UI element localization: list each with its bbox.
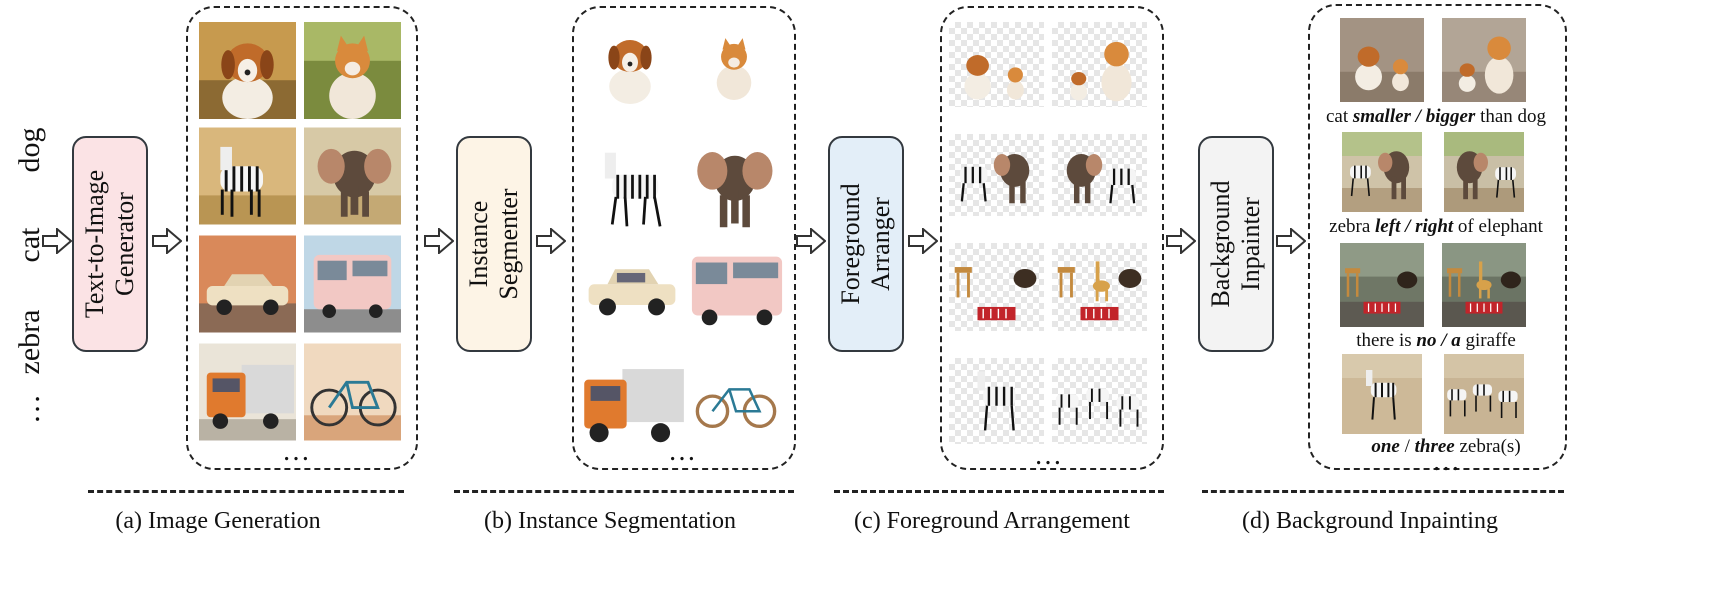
- arrow-icon: [42, 228, 72, 254]
- truck-photo: [199, 342, 296, 442]
- dog-cutout: [590, 16, 670, 112]
- instance-segmenter-box: Instance Segmenter: [456, 136, 532, 352]
- arranged-ellipsis: …: [1034, 440, 1066, 471]
- caption-existence-relation: there is no / a giraffe: [1356, 330, 1516, 351]
- background-inpainter-box: Background Inpainter: [1198, 136, 1274, 352]
- arranged-zebra-left: [949, 134, 1044, 216]
- stage-divider-b: [454, 490, 794, 493]
- arrow-icon: [796, 228, 826, 254]
- generator-label: Text-to-Image Generator: [80, 169, 139, 319]
- stage-caption-foreground-arrangement: (c) Foreground Arrangement: [854, 508, 1130, 534]
- car-cutout: [584, 256, 680, 322]
- dog-photo: [199, 22, 296, 119]
- inpainted-results-panel: [1308, 4, 1567, 470]
- inpainted-one-zebra: [1340, 354, 1424, 434]
- generated-ellipsis: …: [282, 436, 314, 467]
- generated-images-panel: [186, 6, 418, 470]
- inpainted-zebra-left: [1340, 132, 1424, 212]
- stage-caption-instance-segmentation: (b) Instance Segmentation: [484, 508, 736, 534]
- zebra-photo: [199, 126, 296, 226]
- caption-size-relation: cat smaller / bigger than dog: [1325, 106, 1547, 127]
- inpainted-ellipsis: …: [1432, 446, 1464, 477]
- arrow-icon: [424, 228, 454, 254]
- arranged-zebra-right: [1052, 134, 1147, 216]
- stage-caption-background-inpainting: (d) Background Inpainting: [1242, 508, 1498, 534]
- inpainter-label: Background Inpainter: [1206, 180, 1265, 308]
- segmenter-label: Instance Segmenter: [464, 188, 523, 300]
- arranged-a-giraffe: [1052, 243, 1147, 331]
- zebra-cutout: [592, 128, 684, 240]
- bicycle-photo: [304, 342, 401, 442]
- inpainted-cat-bigger: [1442, 18, 1526, 102]
- inpainted-three-zebras: [1442, 354, 1526, 434]
- arranged-dog-cat-small: [949, 22, 1044, 107]
- truck-cutout: [580, 360, 686, 446]
- bicycle-cutout: [694, 372, 778, 432]
- arranged-foregrounds-panel: [940, 6, 1164, 470]
- segmented-instances-panel: [572, 6, 796, 470]
- arranged-dog-cat-big: [1052, 22, 1147, 107]
- inpainted-no-giraffe: [1340, 243, 1424, 327]
- arrow-icon: [152, 228, 182, 254]
- arrow-icon: [1166, 228, 1196, 254]
- input-word-dog: dog: [13, 127, 46, 173]
- car-photo: [199, 234, 296, 334]
- inpainted-cat-smaller: [1340, 18, 1424, 102]
- inpainted-a-giraffe: [1442, 243, 1526, 327]
- segmented-ellipsis: …: [668, 436, 700, 467]
- bus-photo: [304, 234, 401, 334]
- cat-photo: [304, 22, 401, 119]
- arrow-icon: [536, 228, 566, 254]
- inpainted-zebra-right: [1442, 132, 1526, 212]
- arranged-no-giraffe: [949, 243, 1044, 331]
- arrow-icon: [1276, 228, 1306, 254]
- foreground-arranger-box: Foreground Arranger: [828, 136, 904, 352]
- text-to-image-generator-box: Text-to-Image Generator: [72, 136, 148, 352]
- input-word-ellipsis: …: [13, 394, 46, 424]
- elephant-photo: [304, 126, 401, 226]
- cat-cutout: [698, 16, 770, 112]
- input-word-zebra: zebra: [13, 309, 46, 375]
- arranged-one-zebra: [949, 358, 1044, 444]
- caption-count-relation: one / three zebra(s): [1371, 436, 1521, 457]
- stage-divider-c: [834, 490, 1164, 493]
- arrow-icon: [908, 228, 938, 254]
- arranger-label: Foreground Arranger: [836, 183, 895, 305]
- bus-cutout: [688, 248, 786, 328]
- stage-divider-d: [1202, 490, 1564, 493]
- stage-divider-a: [88, 490, 404, 493]
- elephant-cutout: [686, 128, 780, 240]
- caption-position-relation: zebra left / right of elephant: [1329, 216, 1543, 237]
- arranged-three-zebras: [1052, 358, 1147, 444]
- stage-caption-image-generation: (a) Image Generation: [115, 508, 321, 534]
